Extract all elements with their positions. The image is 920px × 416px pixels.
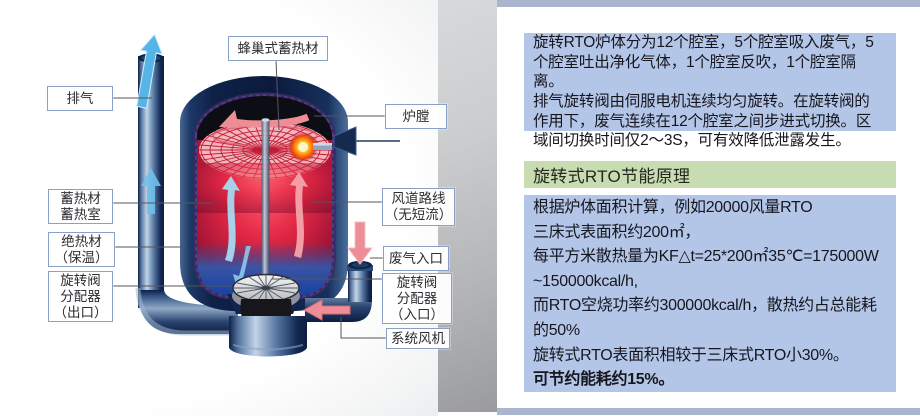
rotary-valve-assembly — [227, 273, 307, 357]
label-duct-line1: 风道路线 — [391, 191, 446, 206]
label-outlet-line1: 旋转阀 — [60, 272, 101, 288]
label-regenerator-line2: 蓄热室 — [60, 206, 101, 222]
label-insulation-line1: 绝热材 — [61, 233, 102, 249]
left-up-arrow — [222, 176, 240, 262]
body-line: 三床式表面积约200㎡， — [533, 223, 701, 241]
label-inlet-line2: 分配器 — [396, 290, 438, 306]
label-exhaust-text: 排气 — [66, 90, 94, 106]
body-line: ~150000kcal/h, — [533, 272, 638, 290]
label-furnace: 炉膛 — [385, 104, 447, 129]
riser-flow-arrow — [141, 168, 161, 214]
intro-line: 排气旋转阀由伺服电机连续均匀旋转。在旋转阀的 — [524, 92, 896, 112]
label-waste-inlet-text: 废气入口 — [389, 250, 443, 266]
connector-lines — [113, 59, 386, 339]
label-insulation-line2: （保温） — [54, 249, 109, 265]
label-duct: 风道路线 （无短流） — [382, 188, 455, 226]
burner-nozzle — [333, 126, 400, 156]
label-honeycomb-text: 蜂巢式蓄热材 — [237, 40, 319, 56]
label-inlet-line1: 旋转阀 — [396, 274, 438, 290]
label-outlet-valve: 旋转阀 分配器 （出口） — [48, 271, 113, 322]
label-duct-line2: （无短流） — [384, 207, 453, 222]
label-furnace-text: 炉膛 — [402, 108, 430, 124]
label-exhaust: 排气 — [47, 86, 113, 111]
body-line: 的50% — [533, 321, 580, 339]
rto-diagram-illustration — [113, 33, 400, 357]
intro-line-plain: 域间切换时间仅2～3S，可有效降低泄露发生。 — [533, 132, 851, 150]
exhaust-flow-arrow — [136, 33, 164, 109]
inlet-down-arrow — [347, 221, 373, 265]
inlet-left-arrow — [302, 299, 351, 321]
body-line: 每平方米散热量为KF△t=25*200㎡35℃=175000W — [533, 248, 879, 266]
label-outlet-line2: 分配器 — [60, 288, 101, 304]
body-paragraph: 根据炉体面积计算，例如20000风量RTO 三床式表面积约200㎡， 每平方米散… — [524, 195, 896, 392]
intro-line: 离。 — [524, 72, 896, 93]
label-inlet-valve: 旋转阀 分配器 （入口） — [382, 273, 452, 324]
label-waste-inlet: 废气入口 — [383, 246, 449, 271]
top-edge-bar — [497, 0, 920, 7]
body-line: 而RTO空烧功率约300000kcal/h，散热约占总能耗 — [533, 297, 877, 315]
right-up-arrow — [290, 172, 308, 258]
intro-line: 作用下，废气连续在12个腔室之间步进式切换。区 — [524, 111, 896, 132]
label-regenerator-line1: 蓄热材 — [60, 190, 101, 206]
rto-diagram-panel: 蜂巢式蓄热材 排气 炉膛 蓄热材 蓄热室 风道路线 （无短流） 绝热材 （保温）… — [0, 0, 455, 416]
bottom-edge-bar — [497, 408, 920, 415]
label-outlet-line3: （出口） — [53, 304, 108, 320]
label-regenerator: 蓄热材 蓄热室 — [48, 189, 113, 224]
body-line: 根据炉体面积计算，例如20000风量RTO — [533, 199, 813, 216]
intro-paragraph: 旋转RTO炉体分为12个腔室，5个腔室吸入废气，5 个腔室吐出净化气体，1个腔室… — [524, 33, 896, 151]
section-header: 旋转式RTO节能原理 — [524, 161, 896, 188]
label-fan-text: 系统风机 — [391, 330, 445, 346]
label-insulation: 绝热材 （保温） — [48, 232, 115, 267]
label-fan: 系统风机 — [386, 328, 450, 349]
intro-line: 个腔室吐出净化气体，1个腔室反吹，1个腔室隔 — [524, 52, 896, 73]
body-line-bold: 可节约能耗约15%。 — [533, 371, 675, 389]
intro-line: 旋转RTO炉体分为12个腔室，5个腔室吸入废气，5 — [524, 33, 896, 53]
label-honeycomb: 蜂巢式蓄热材 — [228, 36, 328, 61]
central-shaft — [261, 120, 270, 292]
label-inlet-line3: （入口） — [390, 306, 444, 322]
body-line: 旋转式RTO表面积相较于三床式RTO小30%。 — [533, 346, 849, 364]
furnace-vessel — [180, 76, 348, 311]
